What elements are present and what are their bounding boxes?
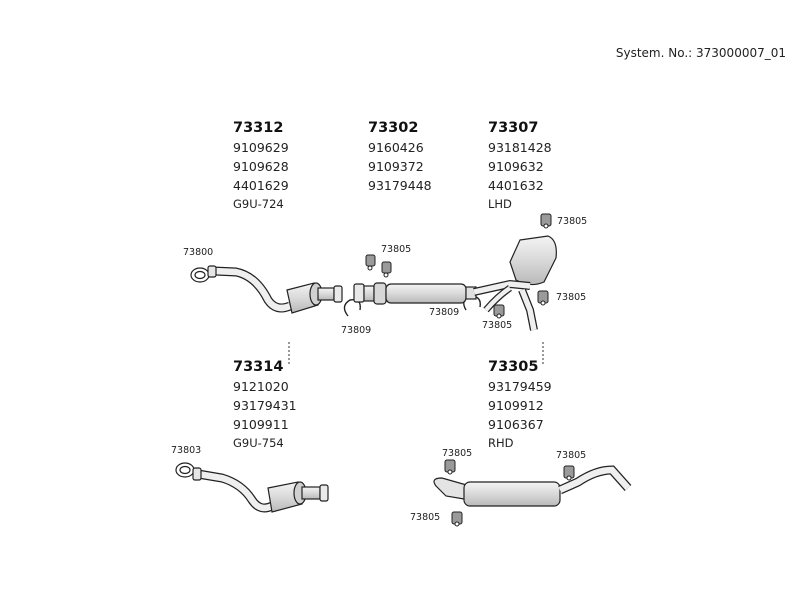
part-note: LHD bbox=[488, 197, 512, 211]
callout-label: 73805 bbox=[482, 320, 513, 331]
callout-label: 73803 bbox=[171, 445, 202, 456]
callout-label: 73805 bbox=[556, 450, 587, 461]
rubber-mount-73805 bbox=[493, 213, 552, 319]
rubber-mount-73805 bbox=[444, 459, 575, 527]
part-number: 73302 bbox=[368, 120, 419, 136]
ref-number: 93179448 bbox=[368, 178, 432, 193]
ref-number: 9109629 bbox=[233, 140, 289, 155]
ref-number: 9109912 bbox=[488, 398, 544, 413]
part-note: G9U-754 bbox=[233, 436, 284, 450]
callout-label: 73805 bbox=[381, 244, 412, 255]
callout-label: 73809 bbox=[429, 307, 460, 318]
ref-number: 4401629 bbox=[233, 178, 289, 193]
front-pipe-catalyst-73312 bbox=[207, 265, 343, 314]
ref-number: 9109911 bbox=[233, 417, 289, 432]
ref-number: 9160426 bbox=[368, 140, 424, 155]
part-number: 73307 bbox=[488, 120, 539, 136]
rear-muffler-73305 bbox=[433, 465, 632, 507]
ref-number: 9109628 bbox=[233, 159, 289, 174]
part-number: 73305 bbox=[488, 359, 539, 375]
ref-number: 4401632 bbox=[488, 178, 544, 193]
part-block-73305: 73305 93179459 9109912 9106367 RHD bbox=[488, 358, 552, 453]
callout-label: 73805 bbox=[556, 292, 587, 303]
ref-number: 93179459 bbox=[488, 379, 552, 394]
ref-number: 9106367 bbox=[488, 417, 544, 432]
callout-label: 73800 bbox=[183, 247, 214, 258]
ref-number: 9121020 bbox=[233, 379, 289, 394]
part-number: 73314 bbox=[233, 359, 284, 375]
callout-label: 73809 bbox=[341, 325, 372, 336]
system-number: System. No.: 373000007_01 bbox=[615, 46, 786, 60]
ref-number: 9109632 bbox=[488, 159, 544, 174]
gasket-73800 bbox=[190, 267, 210, 283]
callout-label: 73805 bbox=[442, 448, 473, 459]
part-note: RHD bbox=[488, 436, 514, 450]
rear-muffler-73307 bbox=[473, 235, 557, 331]
rubber-mount-73805 bbox=[365, 254, 392, 278]
ref-number: 93179431 bbox=[233, 398, 297, 413]
intermediate-pipe-73302 bbox=[353, 282, 477, 305]
ref-number: 9109372 bbox=[368, 159, 424, 174]
part-block-73314: 73314 9121020 93179431 9109911 G9U-754 bbox=[233, 358, 297, 453]
part-note: G9U-724 bbox=[233, 197, 284, 211]
callout-label: 73805 bbox=[557, 216, 588, 227]
part-number: 73312 bbox=[233, 120, 284, 136]
part-block-73312: 73312 9109629 9109628 4401629 G9U-724 bbox=[233, 119, 289, 214]
callout-label: 73805 bbox=[410, 512, 441, 523]
part-block-73302: 73302 9160426 9109372 93179448 bbox=[368, 119, 432, 195]
gasket-73803 bbox=[175, 462, 195, 478]
part-block-73307: 73307 93181428 9109632 4401632 LHD bbox=[488, 119, 552, 214]
ref-number: 93181428 bbox=[488, 140, 552, 155]
front-pipe-catalyst-73314 bbox=[192, 467, 329, 513]
clamp-73809-left bbox=[343, 299, 361, 317]
